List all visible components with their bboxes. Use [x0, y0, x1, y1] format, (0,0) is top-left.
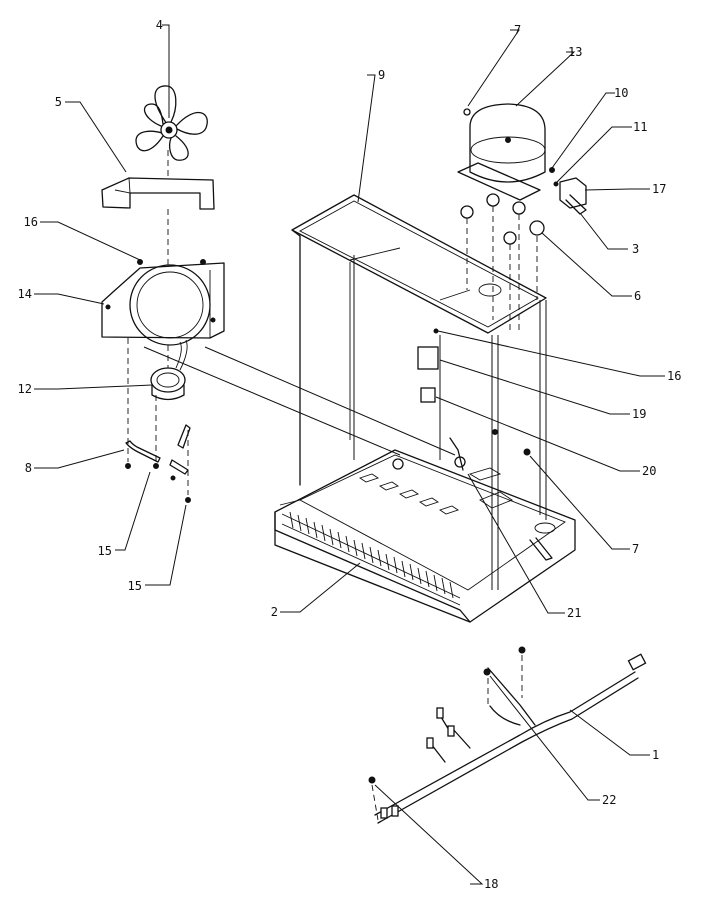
callout-p11: 11 — [633, 120, 647, 134]
callout-p6: 6 — [634, 289, 641, 303]
compressor — [457, 103, 546, 245]
machine-compartment-cover — [291, 194, 547, 486]
callout-p17: 17 — [652, 182, 666, 196]
capacitors — [417, 328, 439, 403]
callout-p14: 14 — [18, 287, 32, 301]
callout-p16a: 16 — [24, 215, 38, 229]
callout-p16b: 16 — [667, 369, 681, 383]
fan-motor — [150, 339, 188, 401]
callout-p7b: 7 — [632, 542, 639, 556]
callout-p9: 9 — [378, 68, 385, 82]
cover-assembly-lines — [299, 206, 547, 590]
callout-p18: 18 — [484, 877, 498, 891]
callout-p2: 2 — [271, 605, 278, 619]
callout-p7a: 7 — [514, 23, 521, 37]
relay-assembly — [549, 167, 587, 215]
wire-harness — [368, 646, 647, 824]
fan-blade — [135, 85, 208, 161]
callout-p20: 20 — [642, 464, 656, 478]
callout-p12: 12 — [18, 382, 32, 396]
callout-labels: 4 5 16 14 12 8 15 15 9 7 13 10 11 17 3 6… — [18, 18, 682, 891]
fan-assembly-lines — [127, 150, 456, 495]
callout-p5: 5 — [55, 95, 62, 109]
callout-p3: 3 — [632, 242, 639, 256]
callout-p13: 13 — [568, 45, 582, 59]
callout-p1: 1 — [652, 748, 659, 762]
fan-shroud — [101, 177, 215, 210]
callout-p8: 8 — [25, 461, 32, 475]
callout-p15b: 15 — [128, 579, 142, 593]
callout-p22: 22 — [602, 793, 616, 807]
leader-lines — [34, 24, 665, 885]
callout-p15a: 15 — [98, 544, 112, 558]
motor-bracket — [125, 424, 191, 503]
callout-p4: 4 — [156, 18, 163, 32]
callout-p21: 21 — [567, 606, 581, 620]
callout-p19: 19 — [632, 407, 646, 421]
base-pan — [274, 437, 576, 623]
callout-p10: 10 — [614, 86, 628, 100]
fan-bracket — [101, 259, 225, 346]
